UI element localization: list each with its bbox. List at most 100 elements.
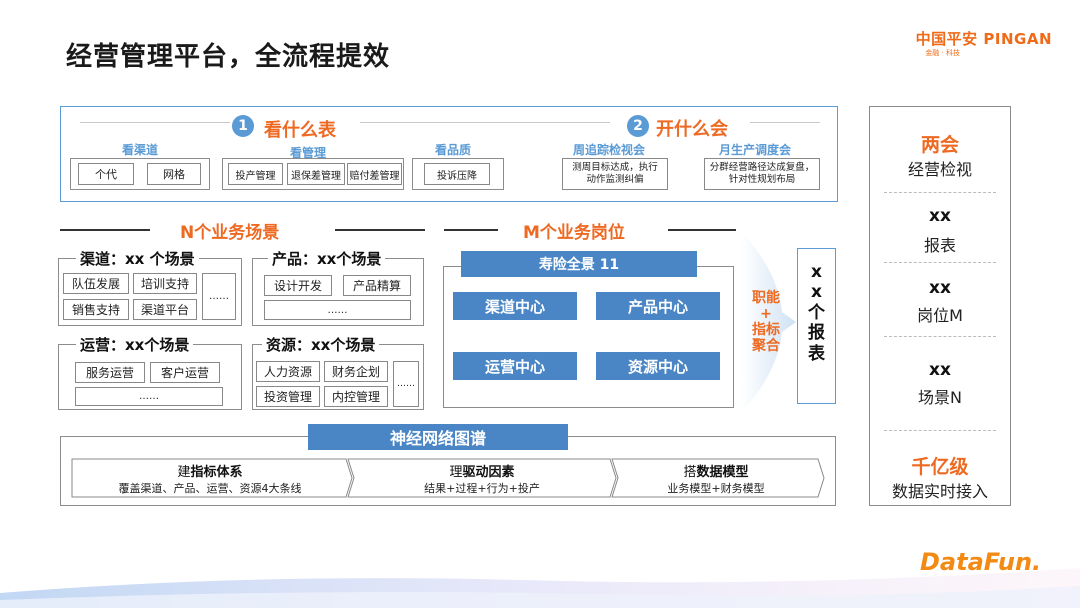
divider	[884, 336, 996, 337]
merge-label-line: 指标	[752, 322, 780, 339]
summary-reports-small: 报表	[923, 236, 956, 255]
summary-posts-big: xx	[929, 278, 951, 298]
ops-scene-title: 运营：xx个场景	[76, 334, 194, 355]
pingan-logo: 中国平安 PINGAN	[915, 30, 1052, 48]
merge-label-line: +	[760, 306, 772, 323]
product-scene-title: 产品：xx个场景	[268, 248, 386, 269]
quality-head: 看品质	[434, 143, 471, 157]
segment-shape	[611, 458, 825, 498]
manage-item-investment[interactable]: 投产管理	[228, 163, 283, 185]
divider	[884, 192, 996, 193]
summary-meetings-small: 经营检视	[907, 160, 972, 179]
scene-item[interactable]: 队伍发展	[63, 273, 129, 294]
scene-more: ……	[264, 300, 411, 320]
neural-arrow-segments	[71, 458, 825, 498]
reports-char: x	[811, 282, 822, 303]
manage-group	[222, 158, 404, 190]
weekly-meeting-head: 周追踪检视会	[572, 143, 645, 157]
posts-box	[443, 266, 734, 408]
merge-label: 职能 + 指标 聚合	[748, 290, 784, 354]
segment-sub-drivers: 结果+过程+行为+投产	[424, 482, 540, 495]
datafun-logo: DataFun.	[920, 548, 1042, 576]
seg-pre: 建	[177, 465, 191, 480]
n-scenes-title: N个业务场景	[180, 223, 280, 243]
scene-item[interactable]: 服务运营	[75, 362, 145, 383]
seg-pre: 理	[449, 465, 463, 480]
divider	[444, 229, 498, 231]
summary-data-small: 数据实时接入	[891, 482, 988, 501]
reports-char: x	[811, 262, 822, 282]
reports-char: 表	[808, 343, 825, 364]
channel-scene-title: 渠道：xx 个场景	[76, 248, 199, 269]
summary-reports-big: xx	[929, 206, 951, 226]
page-title: 经营管理平台，全流程提效	[66, 42, 391, 72]
reports-char: 报	[808, 323, 825, 344]
reports-char: 个	[808, 302, 825, 323]
manage-item-claims[interactable]: 赔付差管理	[347, 163, 402, 185]
divider	[335, 229, 425, 231]
scene-more: ……	[202, 273, 236, 320]
summary-scenes-small: 场景N	[918, 388, 962, 407]
divider	[360, 122, 610, 123]
reports-box	[797, 248, 836, 404]
scene-item[interactable]: 销售支持	[63, 299, 129, 320]
scene-item[interactable]: 投资管理	[256, 386, 320, 407]
scene-item[interactable]: 客户运营	[150, 362, 220, 383]
center-ops[interactable]: 运营中心	[453, 352, 577, 380]
monthly-meeting-desc: 分群经营路径达成复盘，针对性规划布局	[704, 158, 820, 190]
channel-head: 看渠道	[121, 143, 158, 157]
reports-label: x x 个 报 表	[797, 262, 836, 364]
segment-title-drivers: 理驱动因素	[354, 461, 610, 480]
channel-group	[70, 158, 210, 190]
scene-item[interactable]: 财务企划	[324, 361, 388, 382]
seg-bold: 驱动因素	[462, 465, 515, 480]
scene-item[interactable]: 渠道平台	[133, 299, 197, 320]
summary-scenes-big: xx	[929, 360, 951, 380]
step-two-badge: 2	[627, 115, 649, 137]
seg-pre: 搭	[683, 465, 697, 480]
scene-item[interactable]: 产品精算	[343, 275, 411, 296]
channel-item-grid[interactable]: 网格	[147, 163, 201, 185]
manage-item-surrender[interactable]: 退保差管理	[287, 163, 345, 185]
scene-item[interactable]: 培训支持	[133, 273, 197, 294]
segment-title-model: 搭数据模型	[616, 461, 816, 480]
divider	[884, 430, 996, 431]
segment-sub-model: 业务模型+财务模型	[667, 482, 765, 495]
center-resource[interactable]: 资源中心	[596, 352, 720, 380]
center-channel[interactable]: 渠道中心	[453, 292, 577, 320]
center-product[interactable]: 产品中心	[596, 292, 720, 320]
scene-item[interactable]: 内控管理	[324, 386, 388, 407]
divider	[668, 229, 736, 231]
section-what-reports-title: 看什么表	[264, 120, 336, 141]
segment-title-metrics: 建指标体系	[72, 461, 348, 480]
segment-shape	[71, 458, 353, 498]
scene-more: ……	[393, 361, 419, 407]
divider	[60, 229, 150, 231]
divider	[80, 122, 230, 123]
resource-scene-title: 资源：xx个场景	[262, 334, 380, 355]
pingan-logo-sub: 金融 · 科技	[925, 49, 960, 57]
neural-title: 神经网络图谱	[308, 424, 568, 450]
monthly-meeting-head: 月生产调度会	[718, 143, 791, 157]
quality-group	[412, 158, 504, 190]
weekly-meeting-desc: 测周目标达成，执行动作监测纠偏	[562, 158, 668, 190]
panorama-banner[interactable]: 寿险全景 11	[461, 251, 697, 277]
scene-item[interactable]: 设计开发	[264, 275, 332, 296]
summary-panel	[869, 106, 1011, 506]
decorative-wave	[0, 568, 1080, 608]
segment-sub-metrics: 覆盖渠道、产品、运营、资源4大条线	[118, 482, 302, 495]
divider	[884, 262, 996, 263]
seg-bold: 指标体系	[190, 465, 243, 480]
merge-arrow-icon	[742, 232, 796, 412]
summary-data-big: 千亿级	[911, 456, 969, 478]
segment-shape	[347, 458, 617, 498]
divider	[750, 122, 820, 123]
summary-posts-small: 岗位M	[917, 306, 963, 325]
channel-item-agent[interactable]: 个代	[78, 163, 134, 185]
merge-label-line: 聚合	[752, 338, 780, 355]
scene-item[interactable]: 人力资源	[256, 361, 320, 382]
seg-bold: 数据模型	[696, 465, 749, 480]
merge-label-line: 职能	[752, 290, 780, 306]
quality-item-complaints[interactable]: 投诉压降	[424, 163, 490, 185]
scene-more: ……	[75, 387, 223, 406]
